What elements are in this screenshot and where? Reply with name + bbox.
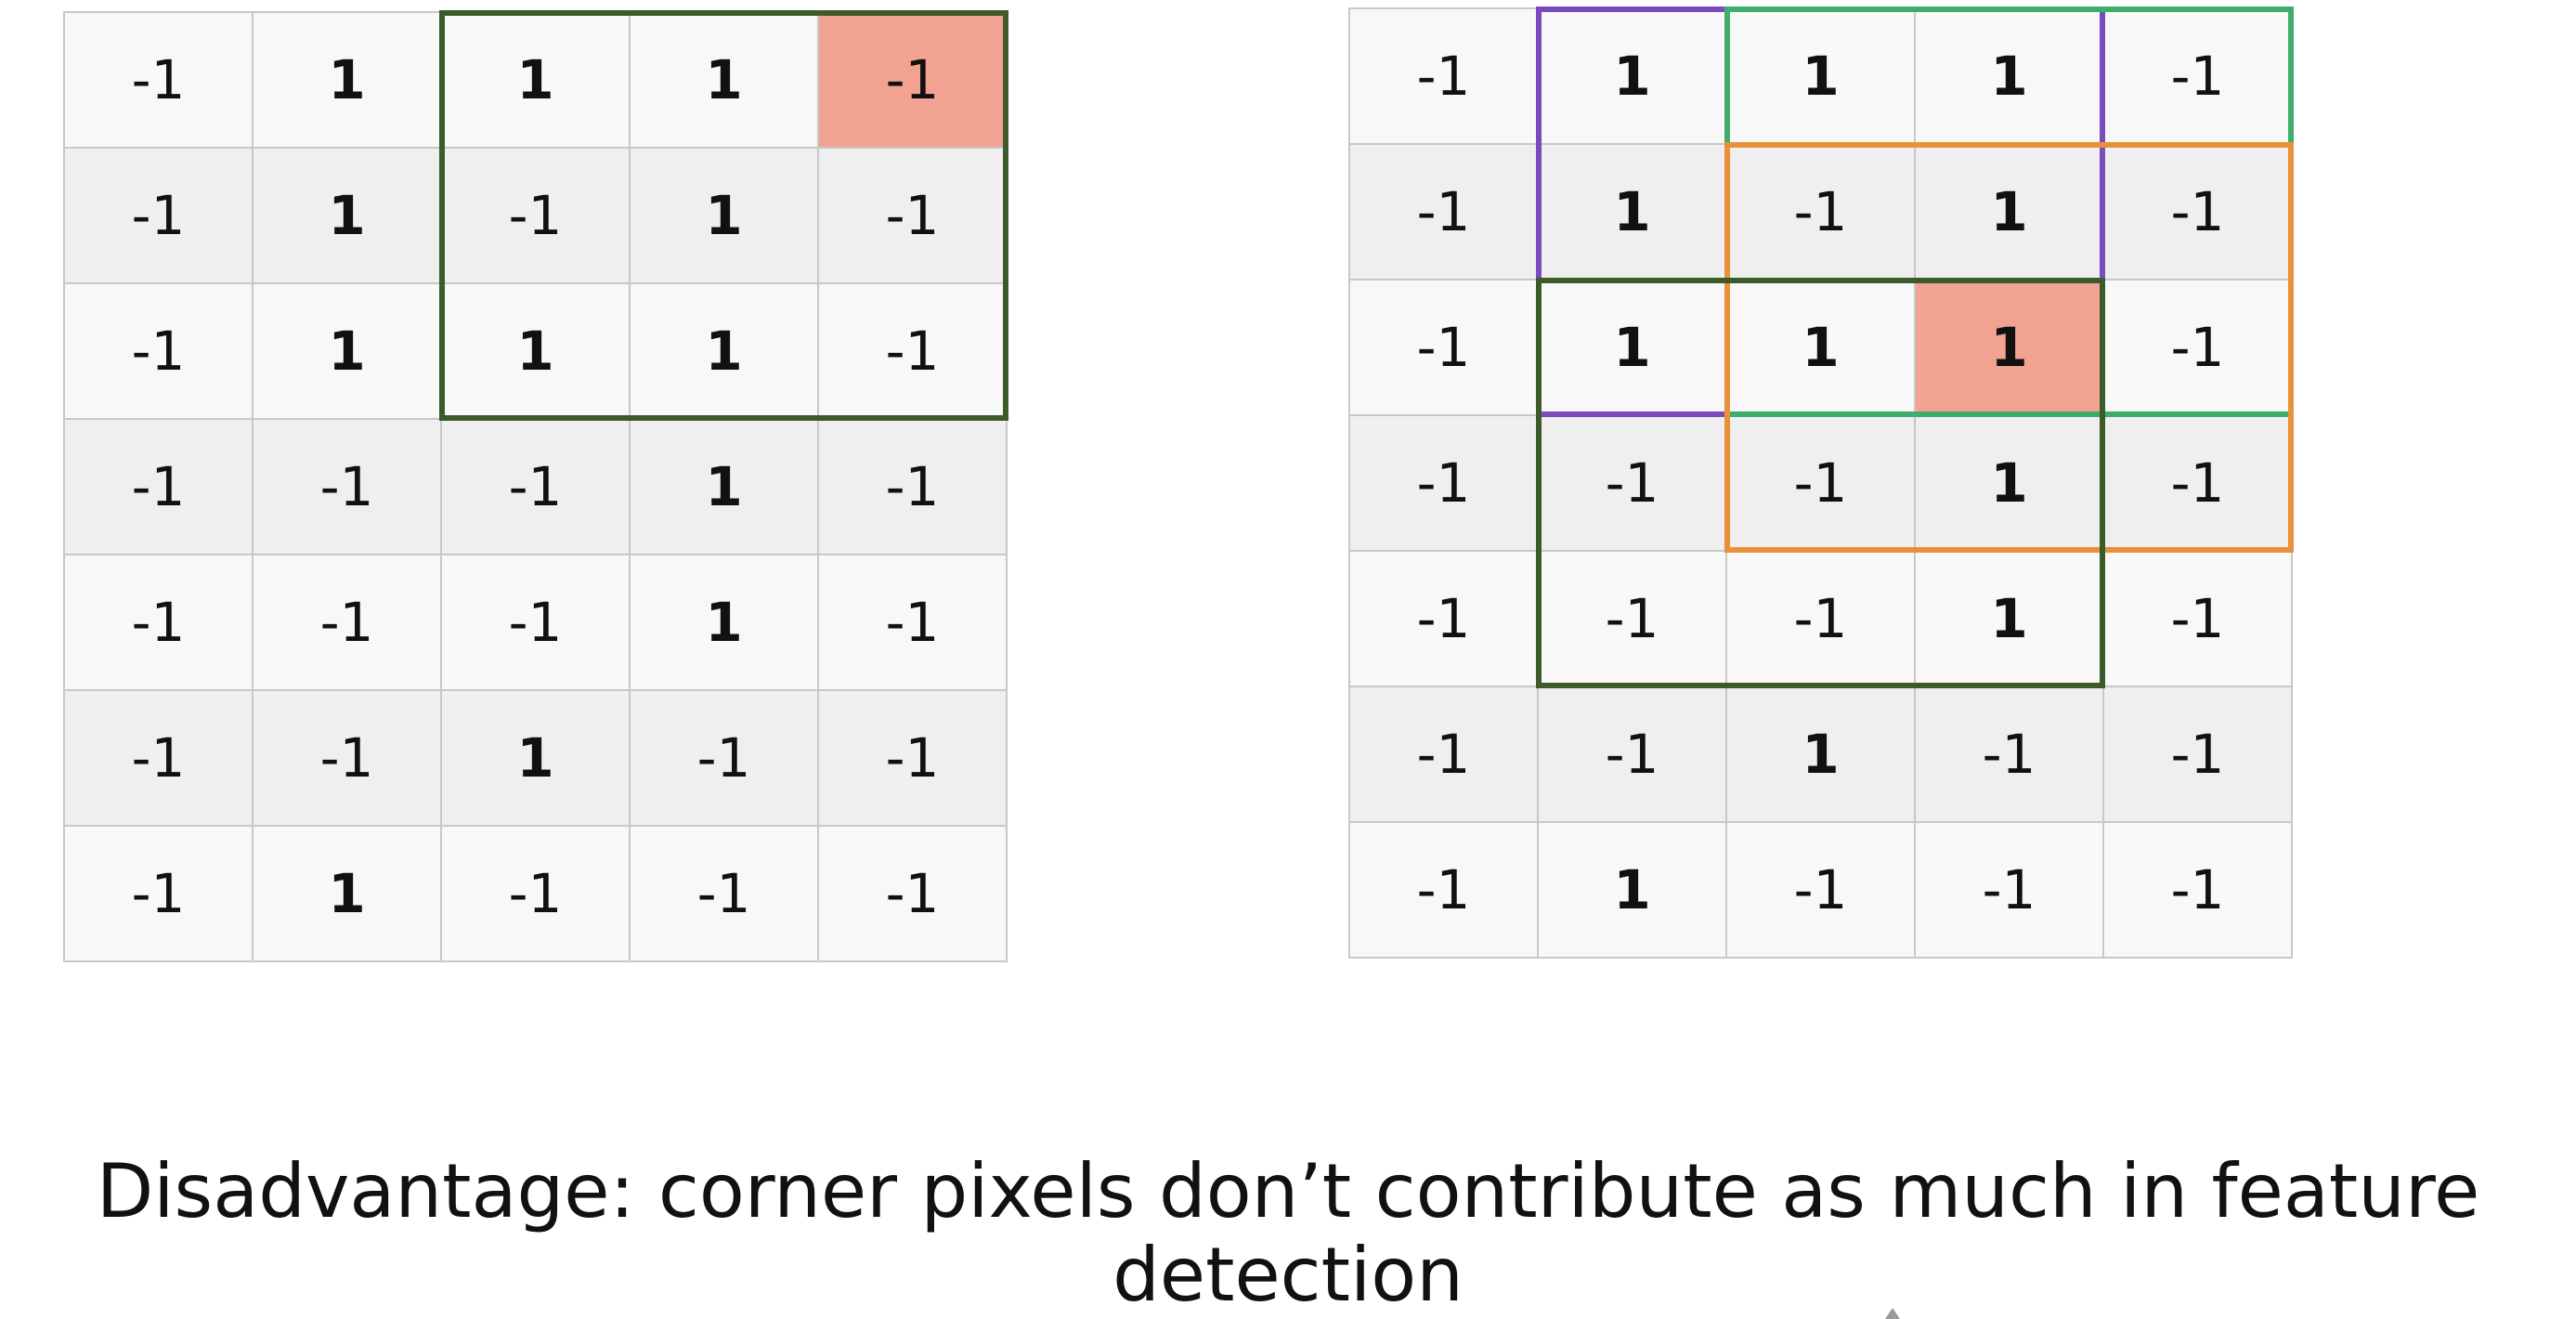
mouse-cursor-icon bbox=[1885, 1308, 1900, 1319]
right-grid-cell: 1 bbox=[1916, 416, 2104, 552]
right-grid-cell: 1 bbox=[1916, 552, 2104, 687]
right-grid-cell: -1 bbox=[2104, 416, 2293, 552]
left-grid-cell: 1 bbox=[442, 13, 631, 149]
right-grid-cell: -1 bbox=[1916, 823, 2104, 959]
left-grid-cell: 1 bbox=[254, 149, 442, 284]
right-grid-cell: -1 bbox=[1350, 145, 1539, 281]
caption-line-2: detection bbox=[1112, 1232, 1464, 1318]
left-grid-cell: -1 bbox=[65, 149, 254, 284]
left-grid-cell: -1 bbox=[65, 420, 254, 555]
left-grid-cell: -1 bbox=[631, 827, 819, 962]
left-grid-cell: -1 bbox=[631, 691, 819, 827]
right-grid-cell: -1 bbox=[2104, 145, 2293, 281]
right-grid-cell: -1 bbox=[1350, 281, 1539, 416]
left-grid-cell: 1 bbox=[631, 284, 819, 420]
right-grid-cell: 1 bbox=[1916, 9, 2104, 145]
right-grid-cell: -1 bbox=[1727, 552, 1916, 687]
left-grid-cell: -1 bbox=[254, 420, 442, 555]
right-grid-cell: -1 bbox=[2104, 9, 2293, 145]
left-grid-cell: -1 bbox=[819, 420, 1008, 555]
right-grid-cell: -1 bbox=[1350, 552, 1539, 687]
right-grid-cell: -1 bbox=[1727, 823, 1916, 959]
left-grid-cell: -1 bbox=[65, 555, 254, 691]
left-grid-cell: -1 bbox=[254, 555, 442, 691]
right-grid-cell: 1 bbox=[1916, 145, 2104, 281]
right-grid-cell: -1 bbox=[1539, 552, 1727, 687]
right-grid-cell: -1 bbox=[2104, 552, 2293, 687]
left-grid-cell: -1 bbox=[819, 691, 1008, 827]
left-grid-cell: -1 bbox=[65, 13, 254, 149]
right-grid-cell: -1 bbox=[2104, 687, 2293, 823]
left-grid-cell: 1 bbox=[631, 149, 819, 284]
right-grid-cell: -1 bbox=[1350, 687, 1539, 823]
right-grid-cell: 1 bbox=[1727, 9, 1916, 145]
caption: Disadvantage: corner pixels don’t contri… bbox=[0, 1150, 2576, 1317]
right-grid-cell: -1 bbox=[1350, 9, 1539, 145]
left-grid-cell: 1 bbox=[254, 13, 442, 149]
left-grid-cell: -1 bbox=[819, 555, 1008, 691]
right-grid-cell: -1 bbox=[1539, 416, 1727, 552]
right-grid-cell: 1 bbox=[1539, 823, 1727, 959]
left-grid-cell: 1 bbox=[442, 691, 631, 827]
left-grid-cell: 1 bbox=[442, 284, 631, 420]
left-grid-cell: -1 bbox=[65, 827, 254, 962]
right-grid-cell: 1 bbox=[1727, 281, 1916, 416]
left-grid-cell: 1 bbox=[631, 555, 819, 691]
right-grid-cell: 1 bbox=[1539, 281, 1727, 416]
right-grid-cell: -1 bbox=[1350, 823, 1539, 959]
left-grid-cell: -1 bbox=[819, 827, 1008, 962]
left-grid-cell: 1 bbox=[254, 827, 442, 962]
right-grid-cell: -1 bbox=[1727, 416, 1916, 552]
right-grid-cell: 1 bbox=[1916, 281, 2104, 416]
left-grid-cell: -1 bbox=[442, 827, 631, 962]
right-grid-cell: 1 bbox=[1727, 687, 1916, 823]
left-grid-cell: -1 bbox=[819, 149, 1008, 284]
left-grid-cell: -1 bbox=[442, 149, 631, 284]
right-grid-cell: 1 bbox=[1539, 9, 1727, 145]
right-grid-cell: -1 bbox=[1350, 416, 1539, 552]
right-grid-cell: -1 bbox=[2104, 823, 2293, 959]
left-grid-cell: 1 bbox=[631, 13, 819, 149]
left-grid-cell: -1 bbox=[254, 691, 442, 827]
left-grid-cell: -1 bbox=[442, 420, 631, 555]
left-grid-cell: -1 bbox=[819, 13, 1008, 149]
right-grid-cell: -1 bbox=[1916, 687, 2104, 823]
right-grid-cell: -1 bbox=[1539, 687, 1727, 823]
right-grid-cell: -1 bbox=[2104, 281, 2293, 416]
left-grid-cell: -1 bbox=[442, 555, 631, 691]
left-grid-cell: -1 bbox=[65, 284, 254, 420]
right-grid-cell: 1 bbox=[1539, 145, 1727, 281]
left-grid-cell: -1 bbox=[65, 691, 254, 827]
left-grid-cell: 1 bbox=[631, 420, 819, 555]
left-grid-cell: 1 bbox=[254, 284, 442, 420]
left-grid-cell: -1 bbox=[819, 284, 1008, 420]
caption-line-1: Disadvantage: corner pixels don’t contri… bbox=[96, 1148, 2480, 1234]
right-grid-cell: -1 bbox=[1727, 145, 1916, 281]
